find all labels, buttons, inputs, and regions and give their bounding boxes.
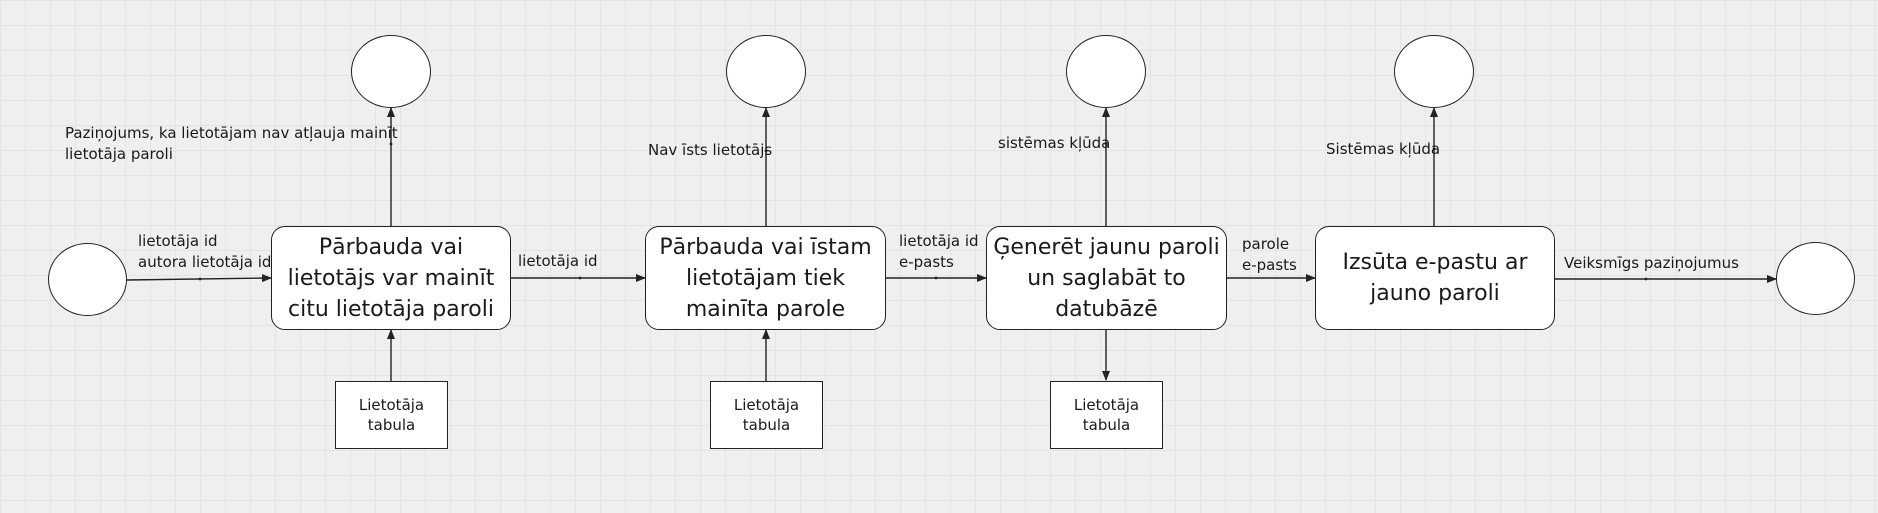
data-store-user-table-2[interactable]: Lietotāja tabula: [710, 381, 823, 449]
flow-label-output: Veiksmīgs paziņojumus: [1564, 254, 1739, 272]
error-label-p1: Paziņojums, ka lietotājam nav atļauja ma…: [65, 124, 398, 163]
flow-label-input: lietotāja id autora lietotāja id: [138, 232, 272, 271]
data-store-user-table-1[interactable]: Lietotāja tabula: [335, 381, 448, 449]
connector-dot: [1644, 277, 1648, 281]
flow-label-p1-to-p2: lietotāja id: [518, 252, 598, 270]
data-store-label: Lietotāja tabula: [733, 396, 800, 434]
data-store-label: Lietotāja tabula: [1073, 396, 1140, 434]
flow-label-p2-to-p3: lietotāja id e-pasts: [899, 232, 979, 271]
process-check-permission[interactable]: Pārbauda vai lietotājs var mainīt citu l…: [271, 226, 511, 330]
connector-dot: [764, 149, 768, 153]
error-terminator-p3[interactable]: [1066, 35, 1146, 108]
data-store-label: Lietotāja tabula: [358, 396, 425, 434]
start-terminator[interactable]: [48, 243, 127, 316]
error-terminator-p2[interactable]: [726, 35, 806, 108]
connector-dot: [1104, 142, 1108, 146]
process-verify-user[interactable]: Pārbauda vai īstam lietotājam tiek mainī…: [645, 226, 886, 330]
process-generate-password[interactable]: Ģenerēt jaunu paroli un saglabāt to datu…: [986, 226, 1227, 330]
flow-label-p3-to-p4: parole e-pasts: [1242, 235, 1297, 274]
connector-dot: [389, 142, 393, 146]
error-label-p4: Sistēmas kļūda: [1326, 140, 1441, 158]
data-store-user-table-3[interactable]: Lietotāja tabula: [1050, 381, 1163, 449]
connector-dot: [934, 276, 938, 280]
connector-dot: [1432, 147, 1436, 151]
connector-dot: [198, 277, 202, 281]
end-terminator[interactable]: [1776, 242, 1855, 315]
error-label-p3: sistēmas kļūda: [998, 134, 1111, 152]
error-terminator-p4[interactable]: [1394, 35, 1474, 108]
error-label-p2: Nav īsts lietotājs: [648, 141, 773, 159]
error-terminator-p1[interactable]: [351, 35, 431, 108]
connector-dot: [578, 276, 582, 280]
process-send-email[interactable]: Izsūta e-pastu ar jauno paroli: [1315, 226, 1555, 330]
